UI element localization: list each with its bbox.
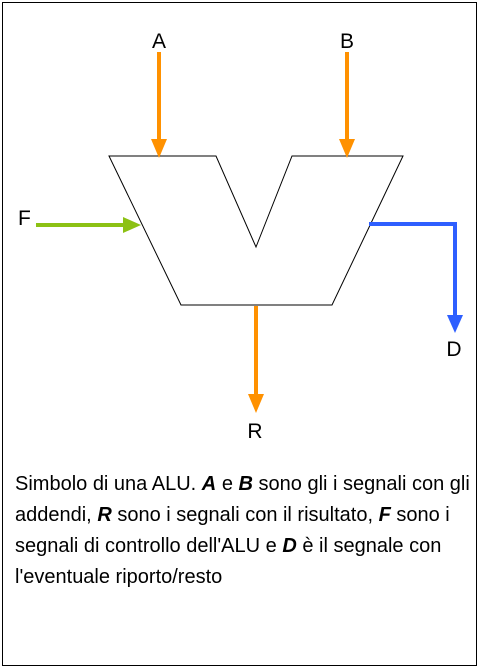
label-b: B — [340, 30, 354, 53]
label-d: D — [446, 338, 461, 361]
alu-diagram: A B F D R — [18, 30, 463, 443]
output-r-arrowhead — [248, 394, 264, 413]
alu-shape — [108, 155, 404, 306]
label-r: R — [247, 420, 262, 443]
label-f: F — [18, 207, 31, 230]
caption-var-f: F — [378, 504, 391, 526]
caption-text-5: sono i segnali di controllo dell'ALU e — [15, 504, 450, 557]
output-d-arrowhead — [447, 315, 463, 333]
caption-text-4: sono i segnali con il risultato, — [117, 504, 374, 526]
output-d-arrow — [369, 222, 457, 316]
figure-caption: Simbolo di una ALU. A e B sono gli i seg… — [15, 469, 470, 593]
control-f-arrowhead — [123, 217, 141, 233]
input-a-arrowhead — [151, 139, 167, 158]
caption-var-r: R — [97, 504, 112, 526]
caption-var-d: D — [282, 535, 297, 557]
caption-text-2: e — [221, 473, 233, 495]
caption-text-3: sono gli i segnali con gli addendi, — [15, 473, 470, 526]
caption-var-a: A — [201, 473, 217, 495]
caption-text-1: Simbolo di una ALU. — [15, 473, 197, 495]
caption-var-b: B — [238, 473, 253, 495]
caption-text-6: è il segnale con l'eventuale riporto/res… — [15, 535, 442, 588]
label-a: A — [152, 30, 166, 53]
input-b-arrowhead — [339, 139, 355, 158]
